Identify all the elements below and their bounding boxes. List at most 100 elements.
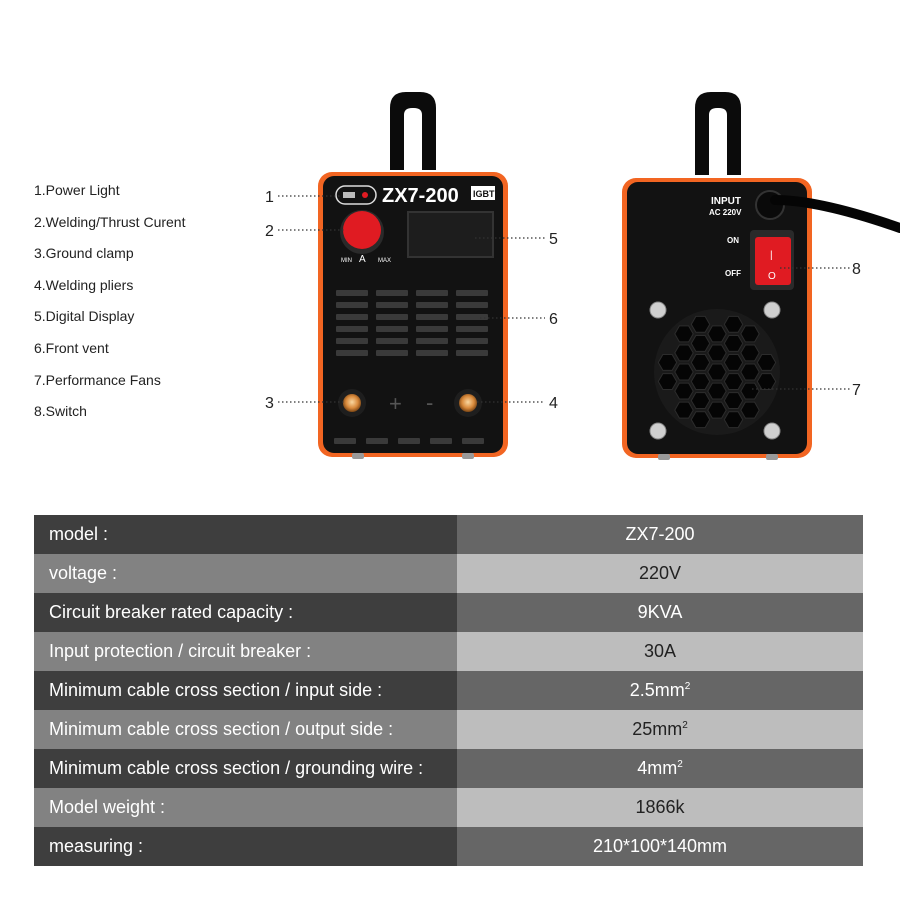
fan-hex-cell: [707, 325, 727, 343]
callouts: [278, 195, 850, 403]
vent-slot: [376, 326, 408, 332]
plus-sign: +: [389, 391, 402, 416]
power-switch[interactable]: [755, 237, 791, 285]
spec-value-exponent: 2: [682, 720, 688, 731]
vent-slot: [416, 290, 448, 296]
back-view: INPUT AC 220V ON OFF | O: [622, 92, 900, 460]
fan-hex-cell: [657, 373, 678, 390]
fan-hex-cell: [723, 354, 744, 371]
foot: [352, 453, 364, 459]
knob-min-label: MIN: [341, 258, 352, 264]
switch-off-mark: O: [768, 271, 776, 282]
table-row: Minimum cable cross section / input side…: [34, 671, 863, 710]
handle: [695, 92, 741, 175]
vent-slot: [416, 338, 448, 344]
spec-value: 210*100*140mm: [457, 827, 863, 866]
vent-slot: [336, 302, 368, 308]
minus-sign: -: [426, 390, 433, 415]
spec-key: Circuit breaker rated capacity :: [34, 593, 457, 632]
off-label: OFF: [725, 269, 741, 278]
fan-hex-cell: [740, 325, 760, 343]
legend-item: 2.Welding/Thrust Curent: [34, 213, 186, 230]
table-row: Model weight : 1866k: [34, 788, 863, 827]
fan-hex-cell: [723, 411, 744, 429]
igbt-label: IGBT: [473, 189, 495, 199]
spec-value-text: 2.5mm: [629, 680, 685, 700]
table-row: Input protection / circuit breaker : 30A: [34, 632, 863, 671]
spec-key: Minimum cable cross section / input side…: [34, 671, 457, 710]
handle: [390, 92, 436, 170]
fan-hex-cell: [674, 344, 694, 362]
vent-slot: [376, 350, 408, 356]
callout-6: 6: [549, 311, 558, 328]
fan-hex-cell: [723, 315, 744, 333]
callout-7: 7: [852, 382, 861, 399]
spec-value: 9KVA: [457, 593, 863, 632]
parts-legend: 1.Power Light 2.Welding/Thrust Curent 3.…: [34, 180, 185, 433]
fan-hex-cell: [740, 382, 760, 400]
spec-value: 30A: [457, 632, 863, 671]
input-voltage-label: AC 220V: [709, 208, 742, 217]
legend-item: 4.Welding pliers: [34, 276, 134, 293]
foot: [658, 454, 670, 460]
callout-3: 3: [265, 395, 274, 412]
fan-hex-cell: [756, 373, 777, 390]
power-cable: [770, 195, 900, 233]
screw: [763, 422, 781, 440]
welder-illustration: ZX7-200 IGBT MIN A MAX + - INPUT AC 22: [265, 92, 900, 460]
vent-slot: [430, 438, 452, 444]
igbt-badge: [471, 186, 495, 200]
screw: [649, 422, 667, 440]
fan-hex-cell: [723, 373, 744, 390]
spec-value: 4mm2: [457, 749, 863, 788]
fan-hex-cell: [723, 335, 744, 352]
spec-key: Minimum cable cross section / output sid…: [34, 710, 457, 749]
spec-key: Model weight :: [34, 788, 457, 827]
knob-max-label: MAX: [378, 258, 391, 264]
spec-key: voltage :: [34, 554, 457, 593]
fan-hex-cell: [690, 411, 711, 429]
screw: [763, 301, 781, 319]
spec-value-exponent: 2: [677, 759, 683, 770]
vent-slot: [416, 314, 448, 320]
callout-1: 1: [265, 189, 274, 206]
table-row: voltage : 220V: [34, 554, 863, 593]
vent-slot: [416, 302, 448, 308]
legend-item: 6.Front vent: [34, 339, 109, 356]
fan-hex-cell: [690, 354, 711, 371]
vent-slot: [376, 290, 408, 296]
screw: [649, 301, 667, 319]
legend-item: 3.Ground clamp: [34, 245, 134, 262]
spec-value-text: 4mm: [637, 758, 678, 778]
vent-slot: [416, 326, 448, 332]
vent-slot: [336, 338, 368, 344]
fan-hex-cell: [690, 315, 711, 333]
fan-hex-cell: [674, 325, 694, 343]
fan-hex-cell: [657, 354, 678, 371]
foot: [462, 453, 474, 459]
power-light-led: [362, 192, 368, 198]
front-view: ZX7-200 IGBT MIN A MAX + -: [318, 92, 508, 459]
knob-unit-label: A: [359, 254, 366, 265]
spec-value: 220V: [457, 554, 863, 593]
vent-slot: [336, 350, 368, 356]
vent-slot: [456, 326, 488, 332]
vent-slot: [456, 350, 488, 356]
legend-item: 8.Switch: [34, 403, 87, 420]
ground-clamp: [343, 394, 361, 412]
spec-value-text: 25mm: [632, 719, 683, 739]
fan-hex-cell: [707, 401, 727, 419]
table-row: model : ZX7-200: [34, 515, 863, 554]
fan-hex-cell: [707, 382, 727, 400]
front-vent: [336, 290, 488, 356]
performance-fan: [657, 315, 777, 429]
spec-key: Minimum cable cross section / grounding …: [34, 749, 457, 788]
vent-slot: [456, 314, 488, 320]
model-label: ZX7-200: [382, 185, 459, 207]
fan-hex-cell: [674, 363, 694, 381]
table-row: Circuit breaker rated capacity : 9KVA: [34, 593, 863, 632]
table-row: measuring : 210*100*140mm: [34, 827, 863, 866]
fan-hex-cell: [674, 382, 694, 400]
callout-2: 2: [265, 223, 274, 240]
callout-5: 5: [549, 231, 558, 248]
